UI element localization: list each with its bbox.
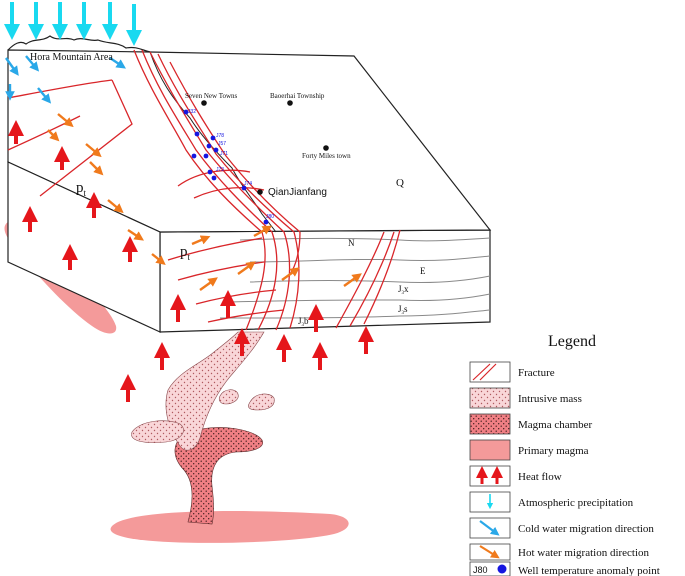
- place-label: Seven New Towns: [185, 92, 238, 100]
- hot-water-arrow: [151, 253, 166, 265]
- legend-label-heat: Heat flow: [518, 471, 562, 483]
- hot-water-arrow: [343, 273, 362, 287]
- well-point: [213, 147, 219, 153]
- legend-label-fracture: Fracture: [518, 367, 555, 379]
- well-point: [263, 219, 269, 225]
- place-label: Forty Miles town: [302, 152, 351, 160]
- hot-water-arrow: [57, 113, 74, 128]
- hot-water-arrow: [281, 267, 300, 281]
- legend-label-hot: Hot water migration direction: [518, 547, 650, 559]
- hot-water-arrow: [191, 235, 211, 246]
- well-dot-icon: [497, 564, 507, 574]
- well-point: [183, 109, 189, 115]
- intrusive-lens-mid: [218, 389, 239, 405]
- intrusive-mass: [165, 331, 265, 451]
- well-labels: J32 J78 J57 J71 J73 J74 J80: [188, 109, 274, 220]
- quaternary-label: Q: [396, 177, 404, 189]
- well-label: J78: [216, 133, 224, 139]
- mountain-area-label: Hora Mountain Area: [30, 52, 113, 63]
- hot-water-arrow: [107, 199, 124, 214]
- place-label: Baoerhai Township: [270, 92, 325, 100]
- legend-swatch-intrusive: [469, 387, 511, 409]
- hot-water-arrows: [47, 113, 362, 291]
- formation-label-j3s: J3s: [398, 304, 408, 316]
- well-point: [194, 131, 200, 137]
- place-dot-qianjianfang: [257, 189, 263, 195]
- well-label: J74: [244, 181, 252, 187]
- hot-water-arrow: [47, 129, 60, 142]
- legend-label-precip: Atmospheric precipitation: [518, 497, 634, 509]
- eogene-label: E: [420, 266, 426, 276]
- hot-water-arrow: [85, 143, 102, 158]
- well-point: [191, 153, 197, 159]
- legend-title: Legend: [548, 333, 596, 350]
- well-label: J57: [218, 141, 226, 147]
- well-point: [211, 175, 217, 181]
- cold-water-arrow: [5, 57, 19, 76]
- hot-water-arrow: [253, 225, 273, 238]
- legend-swatch-heat: [469, 465, 511, 487]
- pt-label-front: pt: [180, 244, 191, 262]
- intrusive-lens-right: [248, 393, 275, 411]
- legend-label-intrusive: Intrusive mass: [518, 393, 582, 405]
- primary-magma-bottom: [110, 511, 349, 543]
- fracture-icon: [472, 363, 497, 381]
- place-dot-forty-miles: [323, 145, 329, 151]
- place-dots: [201, 100, 329, 195]
- well-label: J71: [220, 151, 228, 157]
- intrusive-lens-left: [131, 420, 184, 443]
- magma-chamber: [174, 427, 263, 525]
- hot-water-icon: [479, 545, 500, 559]
- well-point: [207, 169, 213, 175]
- strata-lines: [219, 237, 491, 319]
- legend-label-primary: Primary magma: [518, 445, 589, 457]
- well-label: J80: [266, 214, 274, 220]
- fault-lines: [7, 49, 401, 331]
- cold-water-arrow: [37, 87, 52, 104]
- well-point: [206, 143, 212, 149]
- neogene-label: N: [348, 238, 355, 248]
- legend-swatch-chamber: [469, 413, 511, 435]
- hot-water-arrow: [127, 229, 144, 241]
- formation-label-j3x: J3x: [398, 284, 409, 296]
- well-point: [203, 153, 209, 159]
- hot-water-arrow: [237, 261, 256, 275]
- hot-water-arrow: [199, 277, 218, 291]
- place-label-qianjianfang: QianJianfang: [268, 187, 327, 198]
- formation-label-j3b: J3b: [298, 316, 309, 328]
- well-point: [241, 185, 247, 191]
- legend-swatch-fracture: [469, 361, 511, 383]
- well-label: J73: [216, 167, 224, 173]
- place-dot-seven-new-towns: [201, 100, 207, 106]
- place-labels: Seven New Towns Baoerhai Township Forty …: [185, 92, 351, 160]
- legend-well-sample: J80: [473, 565, 488, 575]
- legend: Legend Fracture Intrusive mass Magma cha…: [469, 333, 660, 576]
- hot-water-arrow: [89, 161, 104, 176]
- mountain-slope: [149, 51, 277, 233]
- well-label: J32: [188, 109, 196, 115]
- legend-label-cold: Cold water migration direction: [518, 523, 654, 535]
- cold-water-arrows: [5, 55, 126, 104]
- legend-label-well: Well temperature anomaly point: [518, 565, 660, 576]
- pt-label-top: pt: [76, 180, 87, 198]
- precipitation-arrows: [4, 2, 142, 46]
- place-dot-baoerhai: [287, 100, 293, 106]
- well-points: [183, 109, 269, 225]
- block-left-face: [7, 161, 161, 333]
- legend-swatch-primary: [469, 439, 511, 461]
- well-point: [210, 135, 216, 141]
- mountain-outline: [7, 35, 151, 53]
- legend-label-chamber: Magma chamber: [518, 419, 593, 431]
- cold-water-arrow: [25, 55, 40, 72]
- cold-water-arrow: [109, 57, 126, 69]
- cold-water-icon: [479, 520, 500, 536]
- heat-flow-arrows: [8, 120, 374, 402]
